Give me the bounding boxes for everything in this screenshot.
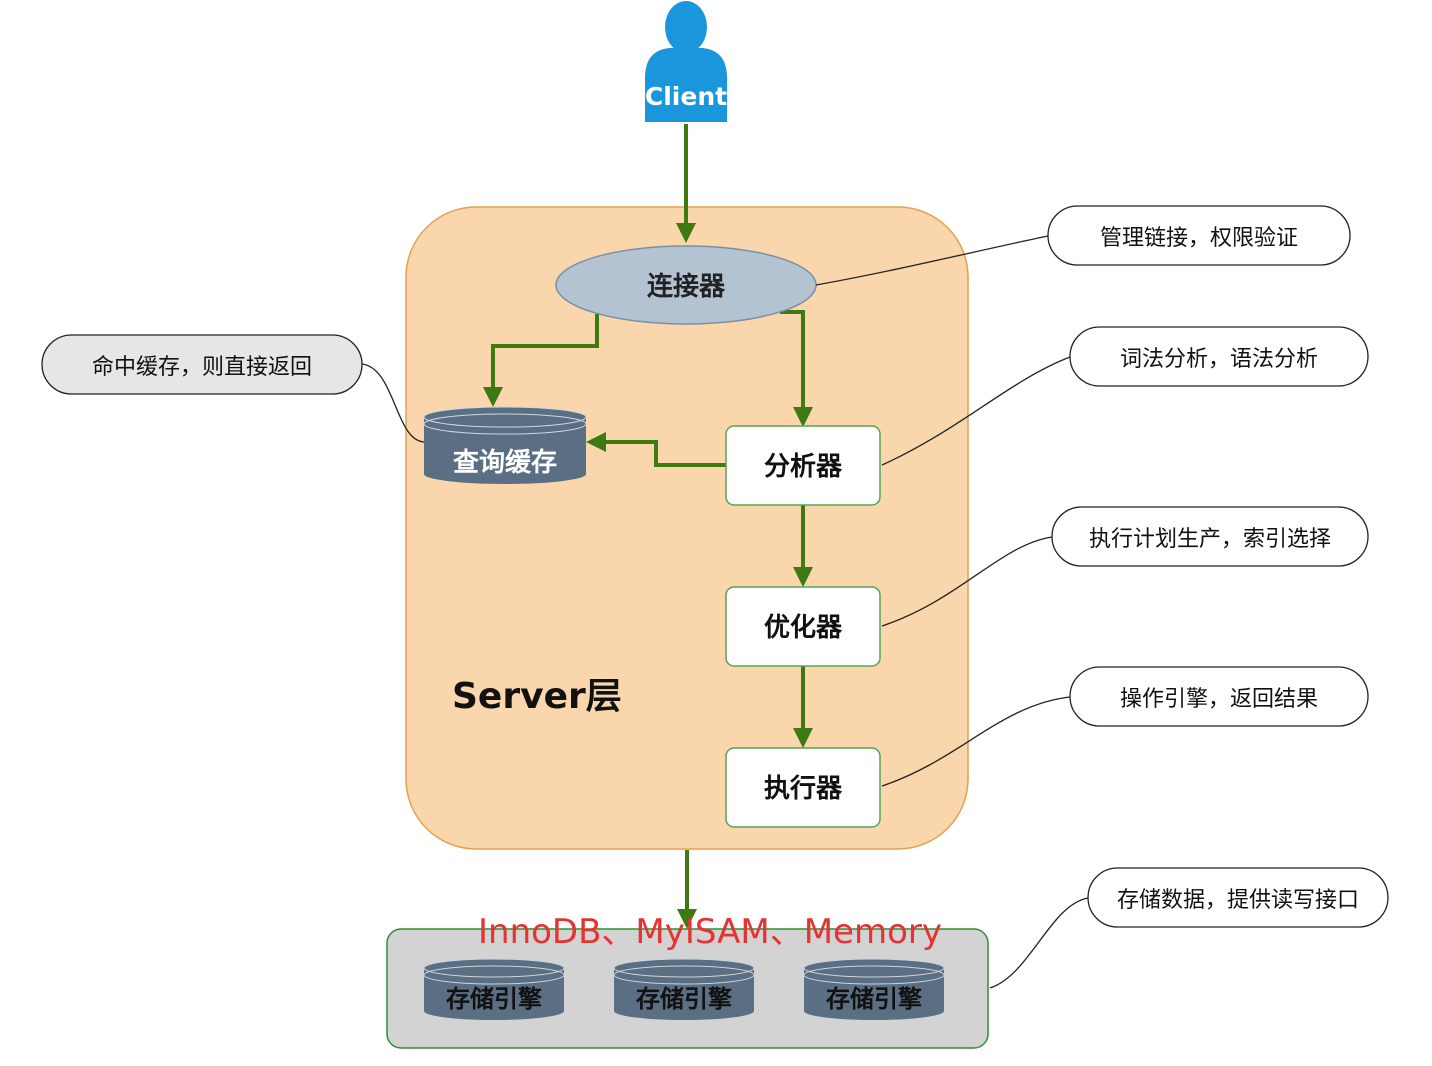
optimizer-node <box>725 586 881 667</box>
storage-engine-2 <box>613 958 755 1020</box>
note-cache-text: 命中缓存，则直接返回 <box>92 355 312 380</box>
storage-engine-1 <box>423 958 565 1020</box>
analyzer-label: 分析器 <box>764 452 843 482</box>
note-connector <box>1047 205 1351 266</box>
connector-label: 连接器 <box>647 272 726 302</box>
optimizer-label: 优化器 <box>764 613 843 643</box>
arrow-connector-analyzer <box>780 310 813 427</box>
storage-engines-caption: InnoDB、MyISAM、Memory <box>478 912 942 952</box>
note-analyzer <box>1069 326 1369 387</box>
client-icon <box>645 1 727 122</box>
link-optimizer-note <box>881 536 1053 627</box>
link-storage-note <box>989 897 1089 989</box>
note-optimizer <box>1051 506 1369 567</box>
client-label: Client <box>645 82 727 111</box>
analyzer-node <box>725 425 881 506</box>
note-optimizer-text: 执行计划生产，索引选择 <box>1089 527 1331 552</box>
link-cache-note <box>361 363 425 443</box>
annotation-links <box>361 235 1089 989</box>
note-storage <box>1087 867 1389 928</box>
query-cache-label: 查询缓存 <box>453 447 557 478</box>
flow-arrows <box>483 124 813 929</box>
storage-engine-label-3: 存储引擎 <box>826 985 922 1013</box>
note-storage-text: 存储数据，提供读写接口 <box>1117 888 1359 913</box>
storage-engine-3 <box>803 958 945 1020</box>
note-connector-text: 管理链接，权限验证 <box>1100 226 1298 251</box>
note-cache <box>41 334 363 395</box>
storage-engine-label-1: 存储引擎 <box>446 985 542 1013</box>
arrow-connector-cache <box>483 314 599 407</box>
server-layer-label: Server层 <box>452 676 622 717</box>
link-connector-note <box>815 235 1049 286</box>
link-executor-note <box>881 696 1071 787</box>
arrow-analyzer-cache <box>586 432 726 467</box>
link-analyzer-note <box>881 356 1071 466</box>
note-executor-text: 操作引擎，返回结果 <box>1120 687 1318 712</box>
executor-node <box>725 747 881 828</box>
note-executor <box>1069 666 1369 727</box>
executor-label: 执行器 <box>764 773 843 804</box>
note-analyzer-text: 词法分析，语法分析 <box>1120 347 1318 372</box>
storage-engine-label-2: 存储引擎 <box>636 985 732 1013</box>
query-cache-node <box>423 406 587 484</box>
